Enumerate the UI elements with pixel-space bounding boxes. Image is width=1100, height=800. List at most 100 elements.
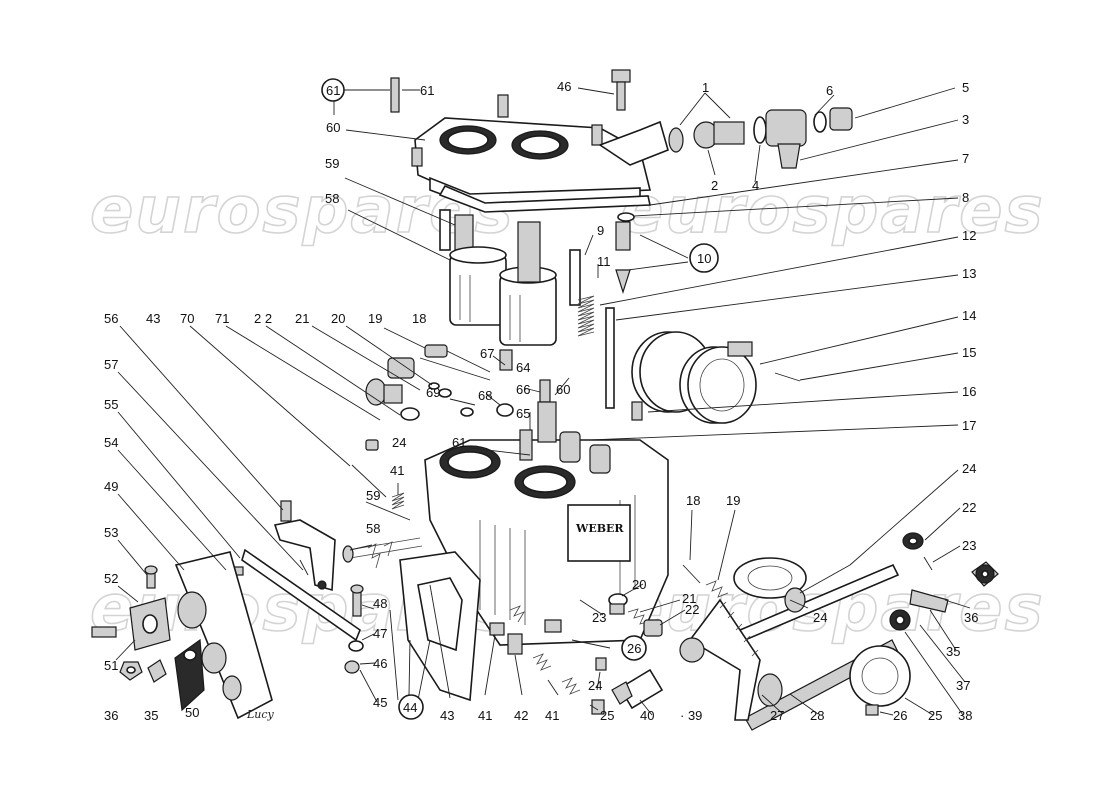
callout-4: 4 [752, 178, 759, 193]
callout-41a: 41 [390, 463, 404, 478]
callout-20a: 20 [331, 311, 345, 326]
fuel-inlet-union [668, 107, 853, 169]
callout-33: 27 [770, 708, 784, 723]
leader-lines [115, 87, 971, 716]
callout-51: 51 [104, 658, 118, 673]
callout-41b: 41 [478, 708, 492, 723]
stud [390, 77, 400, 113]
callout-65: 68 [478, 388, 492, 403]
callout-47: 47 [373, 626, 387, 641]
callout-27: 22 [962, 500, 976, 515]
washer [617, 212, 635, 222]
callout-61b: 61 [452, 435, 466, 450]
bracket-hardware [344, 584, 364, 674]
callout-10: 10 [697, 251, 711, 266]
callout-68: 71 [215, 311, 229, 326]
callout-59: 59 [366, 488, 380, 503]
side-cover-plate [174, 551, 273, 720]
callout-18b: 18 [686, 493, 700, 508]
callout-32: 26 [893, 708, 907, 723]
callout-52: 52 [104, 571, 118, 586]
accelerator-pump-jets [496, 349, 557, 461]
callout-12: 12 [962, 228, 976, 243]
callout-21b: 21 [682, 591, 696, 606]
idle-jet-set [608, 564, 729, 637]
spring [391, 492, 405, 510]
callout-ring-10 [689, 243, 719, 273]
callout-22b: 22 [685, 602, 699, 617]
callout-45: 45 [373, 695, 387, 710]
callout-70: 59 [325, 156, 339, 171]
callout-22a: 2 2 [254, 311, 272, 326]
callout-13: 13 [962, 266, 976, 281]
callout-63: 66 [516, 382, 530, 397]
callout-35b: 35 [946, 644, 960, 659]
callout-38: 38 [958, 708, 972, 723]
callout-24b: 24 [588, 678, 602, 693]
callout-15: 15 [962, 345, 976, 360]
pivot-pin [611, 668, 664, 710]
callout-16: 16 [962, 384, 976, 399]
callout-44: 44 [403, 700, 417, 715]
watermark-lower-right: eurospares [620, 572, 1045, 646]
callout-23: 23 [592, 610, 606, 625]
callout-55: 55 [104, 397, 118, 412]
callout-36b: 36 [964, 610, 978, 625]
callout-19b: 19 [726, 493, 740, 508]
callout-26: 26 [627, 641, 641, 656]
watermark-upper-right: eurospares [620, 174, 1045, 248]
callout-1: 1 [702, 80, 709, 95]
callout-67: 70 [180, 311, 194, 326]
air-filter [631, 331, 801, 424]
callout-30: 24 [962, 461, 976, 476]
callout-46: 46 [373, 656, 387, 671]
callout-5: 5 [962, 80, 969, 95]
callout-54: 54 [104, 435, 118, 450]
cover-gasket [438, 184, 651, 213]
callout-14: 14 [962, 308, 976, 323]
throttle-stop-screw [351, 464, 387, 498]
callout-40: 40 [640, 708, 654, 723]
gear-sector-lever [679, 598, 761, 721]
callout-56: 56 [104, 311, 118, 326]
callout-21a: 21 [295, 311, 309, 326]
callout-ring-44 [398, 694, 424, 720]
callout-11: 11 [597, 254, 611, 269]
callout-72: 60 [326, 120, 340, 135]
float-assembly [439, 209, 557, 346]
callout-35a: 35 [144, 708, 158, 723]
idle-mixture-screw [365, 344, 491, 451]
callout-8: 8 [962, 190, 969, 205]
callout-37: 37 [956, 678, 970, 693]
callout-62a: 64 [516, 360, 530, 375]
callout-ring-71 [321, 78, 345, 102]
needle-valve [615, 221, 631, 294]
draughtsman-signature: Lucy [246, 708, 275, 721]
callout-66: 69 [426, 385, 440, 400]
callout-60: 46 [557, 79, 571, 94]
callout-43b: 43 [440, 708, 454, 723]
callout-50: 50 [185, 705, 199, 720]
callout-31: 25 [928, 708, 942, 723]
callout-24a: 24 [392, 435, 406, 450]
callout-ring-26 [621, 635, 647, 661]
callout-7: 7 [962, 151, 969, 166]
callout-69: 58 [325, 191, 339, 206]
pump-valve-set [489, 605, 607, 715]
callout-48: 48 [373, 596, 387, 611]
callout-71: 61 [326, 83, 340, 98]
callout-49: 49 [104, 479, 118, 494]
callout-9: 9 [597, 223, 604, 238]
callout-18a: 18 [412, 311, 426, 326]
callout-58: 58 [366, 521, 380, 536]
callout-17: 17 [962, 418, 976, 433]
callout-25: 25 [600, 708, 614, 723]
callout-2: 2 [711, 178, 718, 193]
jet [631, 401, 643, 421]
callout-42: 42 [514, 708, 528, 723]
callout-34: 28 [810, 708, 824, 723]
callout-19a: 19 [368, 311, 382, 326]
callout-57: 57 [104, 357, 118, 372]
callout-labels: 61 61 60 59 58 46 1 2 4 6 5 3 7 8 9 10 1… [104, 78, 978, 723]
